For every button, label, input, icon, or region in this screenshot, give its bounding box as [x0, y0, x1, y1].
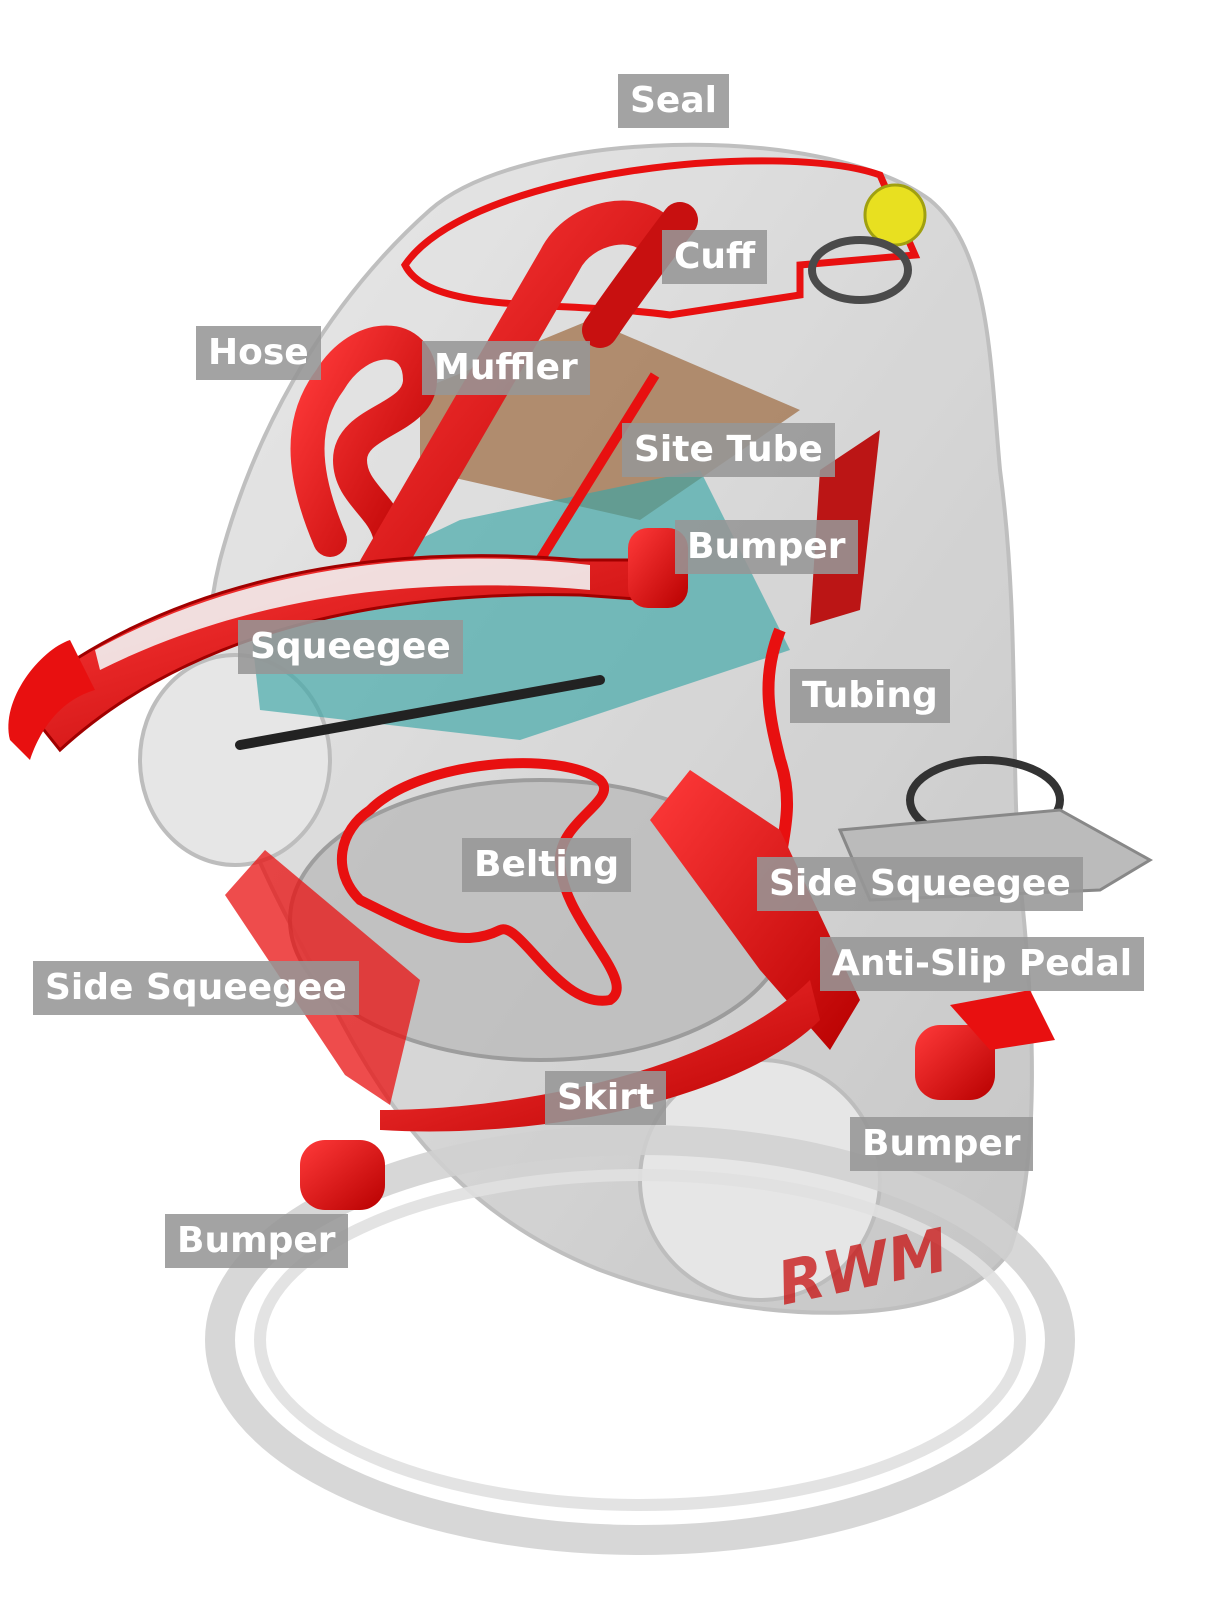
pedal-part [950, 990, 1055, 1050]
base-ring-inner [254, 1169, 1026, 1511]
site-tube-part [535, 372, 660, 563]
label-side-squeegee-right: Side Squeegee [757, 857, 1083, 911]
axle [235, 675, 605, 750]
label-bumper-upper: Bumper [675, 520, 858, 574]
belting-part [337, 758, 622, 1006]
seal-part [400, 157, 921, 319]
hose-part [290, 325, 438, 577]
base-ring [205, 1125, 1075, 1555]
label-squeegee: Squeegee [238, 620, 463, 674]
label-bumper-left: Bumper [165, 1214, 348, 1268]
label-skirt: Skirt [545, 1071, 667, 1125]
label-anti-slip-pedal: Anti-Slip Pedal [820, 937, 1145, 991]
label-muffler: Muffler [422, 341, 590, 395]
label-bumper-right: Bumper [850, 1117, 1033, 1171]
squeegee-end [8, 640, 95, 760]
label-belting: Belting [462, 838, 632, 892]
fill-cap [863, 183, 927, 247]
side-squeegee-right-part [650, 770, 860, 1050]
filler-ring [808, 236, 912, 304]
label-site-tube: Site Tube [622, 423, 835, 477]
label-cuff: Cuff [662, 230, 768, 284]
label-tubing: Tubing [790, 669, 950, 723]
label-seal: Seal [618, 74, 729, 128]
bumper-left-part [300, 1140, 385, 1210]
bumper-right-part [915, 1025, 995, 1100]
bumper-upper-part [628, 528, 688, 608]
squeegee-strip [95, 558, 590, 670]
label-side-squeegee-left: Side Squeegee [33, 961, 359, 1015]
label-hose: Hose [196, 326, 321, 380]
